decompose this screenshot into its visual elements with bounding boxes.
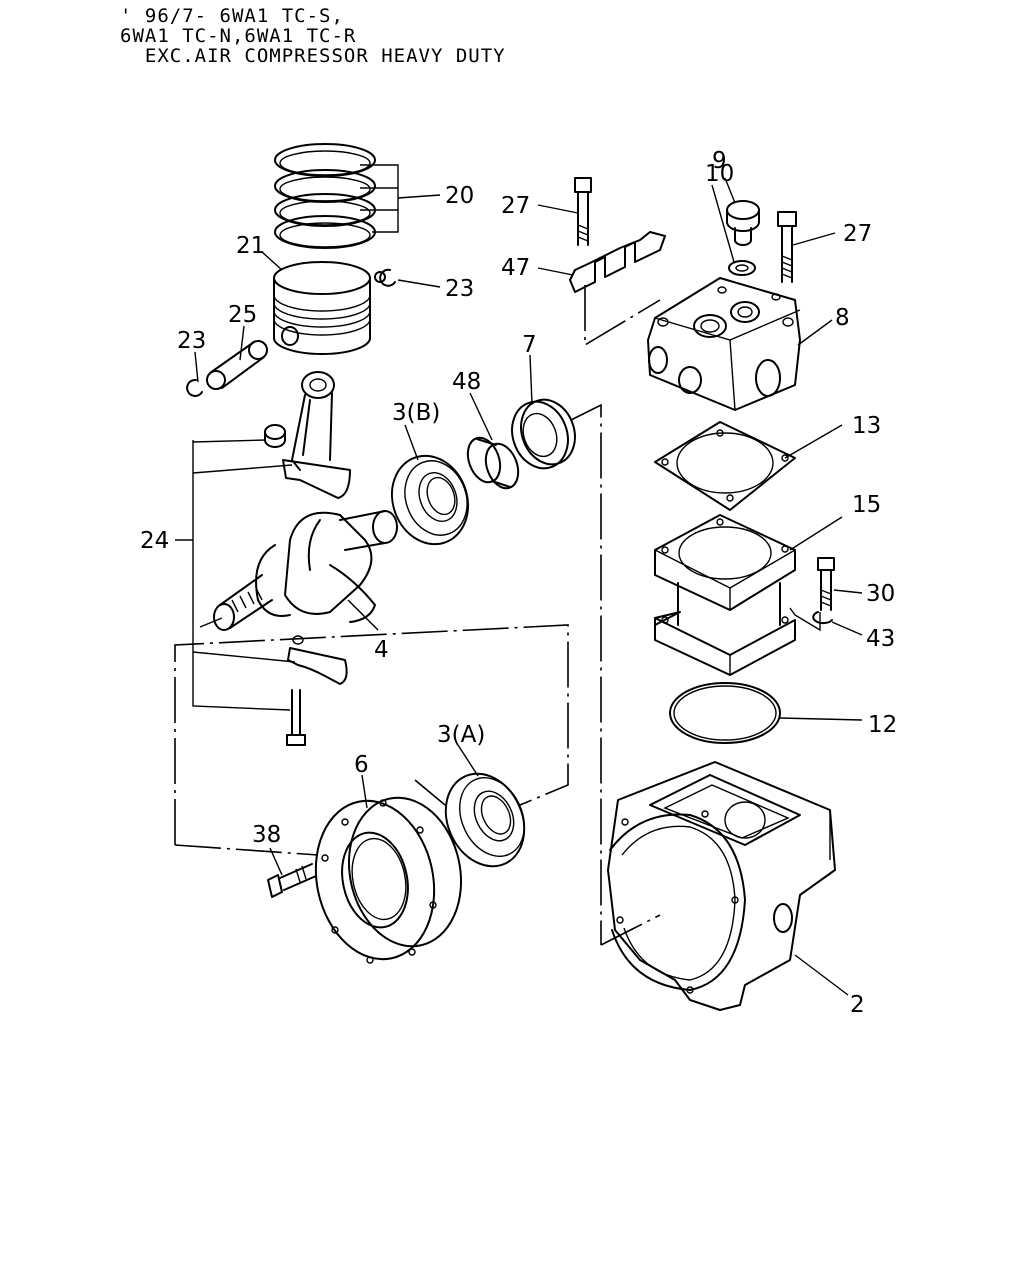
- callout-9: 9: [712, 148, 727, 174]
- leader-10: [711, 184, 735, 263]
- leader-7: [529, 354, 533, 405]
- gasket-13-part[interactable]: [654, 421, 796, 511]
- rod-nut-part[interactable]: [264, 424, 286, 448]
- callout-15: 15: [852, 492, 881, 518]
- callout-48: 48: [452, 369, 481, 395]
- leader-3b: [404, 424, 419, 461]
- leader-3a: [457, 744, 479, 777]
- connecting-rod-part[interactable]: [282, 371, 351, 499]
- leader-13: [784, 424, 843, 459]
- alignment-line-rear: [174, 624, 569, 845]
- callout-21: 21: [236, 233, 265, 259]
- cylinder-15-part[interactable]: [654, 514, 796, 676]
- callout-30: 30: [866, 581, 895, 607]
- rod-bolt-part[interactable]: [286, 689, 306, 746]
- callout-7: 7: [522, 332, 537, 358]
- leader-38: [269, 847, 283, 876]
- callout-12: 12: [868, 712, 897, 738]
- callout-20: 20: [445, 183, 474, 209]
- bearing-a-part[interactable]: [431, 761, 539, 879]
- callout-10: 10: [705, 161, 734, 187]
- callout-23-left: 23: [177, 328, 206, 354]
- callout-2: 2: [850, 992, 865, 1018]
- leader-8: [797, 319, 833, 346]
- callout-4: 4: [374, 637, 389, 663]
- bushing-part[interactable]: [462, 433, 524, 492]
- callout-23-right: 23: [445, 276, 474, 302]
- callout-3b: 3(B): [392, 400, 440, 426]
- washer-10-part[interactable]: [728, 260, 756, 276]
- leader-23-left: [194, 351, 199, 383]
- alignment-line-cover: [174, 844, 319, 856]
- callout-27-left: 27: [501, 193, 530, 219]
- snap-ring-right-part[interactable]: [379, 268, 396, 287]
- crankshaft-part[interactable]: [199, 510, 398, 631]
- leader-20: [397, 194, 441, 199]
- leader-24-rod: [192, 464, 293, 474]
- callout-27-right: 27: [843, 221, 872, 247]
- callout-13: 13: [852, 413, 881, 439]
- rear-cover-part[interactable]: [302, 787, 475, 970]
- plug-9-part[interactable]: [726, 200, 760, 246]
- oil-seal-part[interactable]: [503, 392, 584, 476]
- alignment-line-bearing: [414, 779, 446, 806]
- leader-27-right: [792, 232, 836, 246]
- lock-washer-part[interactable]: [812, 611, 833, 625]
- bearing-b-part[interactable]: [380, 445, 480, 555]
- leader-47: [537, 267, 574, 276]
- header-line-3: EXC.AIR COMPRESSOR HEAVY DUTY: [120, 45, 506, 67]
- bracket-47-part[interactable]: [569, 231, 666, 293]
- callout-47: 47: [501, 255, 530, 281]
- callout-6: 6: [354, 752, 369, 778]
- leader-43-bracket: [789, 607, 821, 632]
- bolt-30-part[interactable]: [817, 557, 835, 611]
- callout-3a: 3(A): [437, 722, 485, 748]
- callout-8: 8: [835, 305, 850, 331]
- leader-24-nut: [192, 439, 266, 443]
- piston-pin-part[interactable]: [206, 340, 268, 390]
- crankcase-part[interactable]: [607, 761, 836, 1011]
- callout-43: 43: [866, 626, 895, 652]
- piston-part[interactable]: [273, 261, 386, 355]
- header-line-2: 6WA1 TC-N,6WA1 TC-R: [120, 25, 357, 47]
- leader-2: [794, 954, 849, 996]
- leader-21: [261, 251, 283, 271]
- bolt-38-part[interactable]: [267, 863, 317, 898]
- leader-48: [469, 392, 493, 441]
- alignment-line-case: [600, 914, 661, 946]
- leader-25: [239, 325, 245, 361]
- diagram-header: ' 96/7- 6WA1 TC-S,6WA1 TC-N,6WA1 TC-R EX…: [120, 6, 506, 66]
- leader-24-cap: [192, 651, 296, 663]
- leader-43: [831, 621, 863, 636]
- leader-24-bracket: [192, 440, 291, 711]
- piston-rings-part[interactable]: [274, 143, 376, 249]
- bolt-27-right-part[interactable]: [777, 211, 797, 283]
- header-line-1: ' 96/7- 6WA1 TC-S,: [120, 5, 344, 27]
- leader-30: [833, 589, 863, 594]
- callout-24: 24: [140, 528, 169, 554]
- alignment-line-seal: [570, 403, 602, 945]
- callout-38: 38: [252, 822, 281, 848]
- leader-4: [347, 599, 379, 631]
- leader-15: [789, 516, 843, 551]
- bolt-27-left-part[interactable]: [574, 177, 592, 246]
- cylinder-head-part[interactable]: [647, 277, 801, 411]
- leader-9: [724, 177, 736, 204]
- leader-12: [779, 717, 863, 721]
- leader-27-left: [537, 204, 579, 214]
- rod-cap-part[interactable]: [287, 635, 348, 685]
- leader-23-right: [397, 279, 441, 288]
- leader-20-bracket: [360, 164, 399, 233]
- o-ring-part[interactable]: [669, 682, 781, 744]
- callout-25: 25: [228, 302, 257, 328]
- snap-ring-left-part[interactable]: [186, 378, 203, 397]
- leader-6: [361, 774, 368, 809]
- alignment-line-bracket: [584, 285, 661, 347]
